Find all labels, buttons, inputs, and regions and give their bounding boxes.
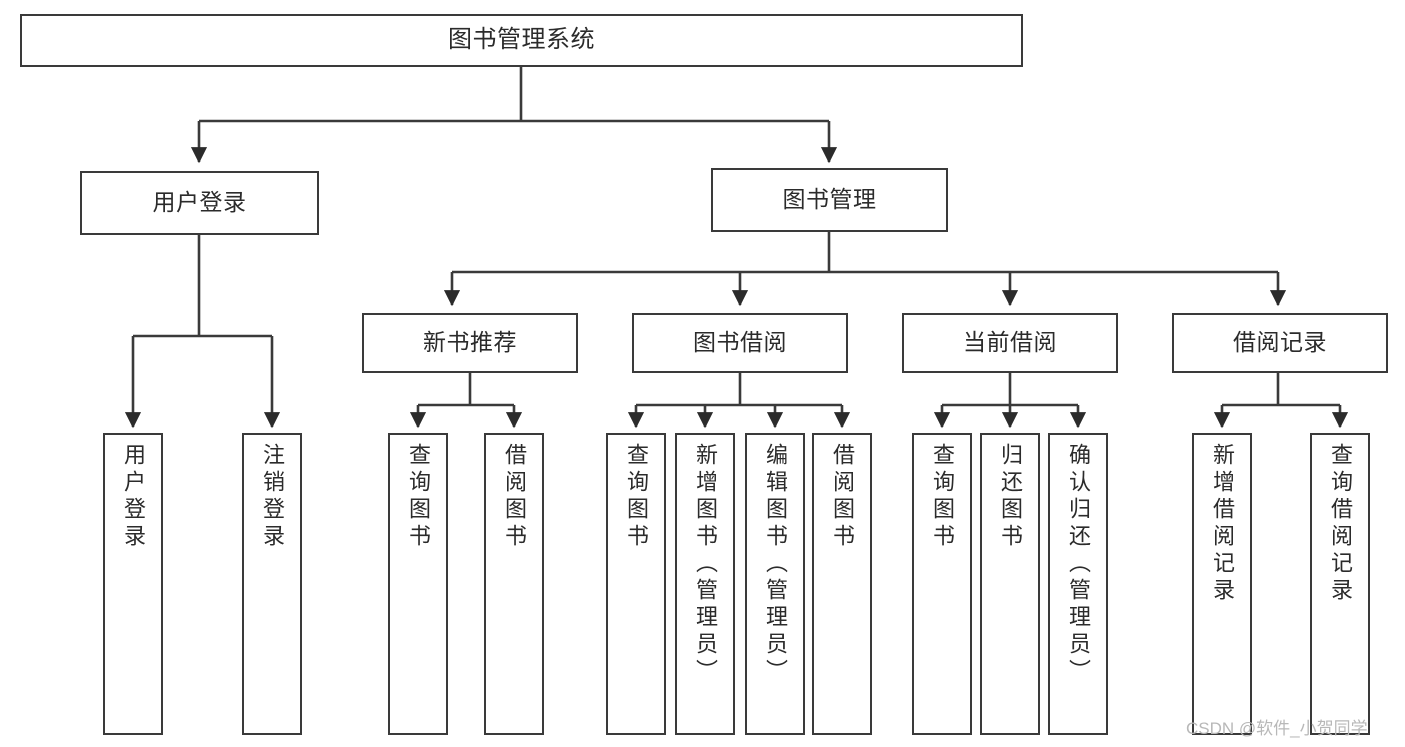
node-leaf-edit-book-label: 编辑图书（管理员） xyxy=(763,443,788,686)
node-current-borrow-label: 当前借阅 xyxy=(963,329,1057,356)
node-book-borrow[interactable]: 图书借阅 xyxy=(632,313,848,373)
node-leaf-borrow-book-1-label: 借阅图书 xyxy=(502,443,527,551)
node-leaf-query-record[interactable]: 查询借阅记录 xyxy=(1310,433,1370,735)
node-root-label: 图书管理系统 xyxy=(448,26,595,54)
node-user-login-label: 用户登录 xyxy=(152,189,247,216)
node-leaf-add-record-label: 新增借阅记录 xyxy=(1210,443,1235,605)
node-leaf-user-login[interactable]: 用户登录 xyxy=(103,433,163,735)
node-book-management[interactable]: 图书管理 xyxy=(711,168,948,232)
node-borrow-record-label: 借阅记录 xyxy=(1233,329,1327,356)
node-leaf-add-book[interactable]: 新增图书（管理员） xyxy=(675,433,735,735)
node-leaf-borrow-book-2-label: 借阅图书 xyxy=(830,443,855,551)
node-borrow-record[interactable]: 借阅记录 xyxy=(1172,313,1388,373)
node-leaf-confirm-return-label: 确认归还（管理员） xyxy=(1066,443,1091,686)
node-leaf-logout[interactable]: 注销登录 xyxy=(242,433,302,735)
node-leaf-logout-label: 注销登录 xyxy=(260,443,285,551)
node-current-borrow[interactable]: 当前借阅 xyxy=(902,313,1118,373)
node-leaf-query-book-3[interactable]: 查询图书 xyxy=(912,433,972,735)
node-leaf-return-book[interactable]: 归还图书 xyxy=(980,433,1040,735)
node-book-borrow-label: 图书借阅 xyxy=(693,329,787,356)
node-user-login[interactable]: 用户登录 xyxy=(80,171,319,235)
csdn-watermark: CSDN @软件_小贺同学 xyxy=(1186,719,1368,738)
node-leaf-add-book-label: 新增图书（管理员） xyxy=(693,443,718,686)
node-leaf-return-book-label: 归还图书 xyxy=(998,443,1023,551)
node-book-management-label: 图书管理 xyxy=(782,186,877,213)
node-leaf-query-book-2[interactable]: 查询图书 xyxy=(606,433,666,735)
node-new-book-recommend-label: 新书推荐 xyxy=(423,329,517,356)
node-leaf-confirm-return[interactable]: 确认归还（管理员） xyxy=(1048,433,1108,735)
node-leaf-borrow-book-1[interactable]: 借阅图书 xyxy=(484,433,544,735)
node-leaf-add-record[interactable]: 新增借阅记录 xyxy=(1192,433,1252,735)
node-leaf-query-book-1[interactable]: 查询图书 xyxy=(388,433,448,735)
node-root[interactable]: 图书管理系统 xyxy=(20,14,1023,67)
node-leaf-query-book-2-label: 查询图书 xyxy=(624,443,649,551)
node-leaf-user-login-label: 用户登录 xyxy=(121,443,146,551)
node-leaf-borrow-book-2[interactable]: 借阅图书 xyxy=(812,433,872,735)
node-leaf-query-book-3-label: 查询图书 xyxy=(930,443,955,551)
node-new-book-recommend[interactable]: 新书推荐 xyxy=(362,313,578,373)
node-leaf-query-book-1-label: 查询图书 xyxy=(406,443,431,551)
node-leaf-edit-book[interactable]: 编辑图书（管理员） xyxy=(745,433,805,735)
node-leaf-query-record-label: 查询借阅记录 xyxy=(1328,443,1353,605)
